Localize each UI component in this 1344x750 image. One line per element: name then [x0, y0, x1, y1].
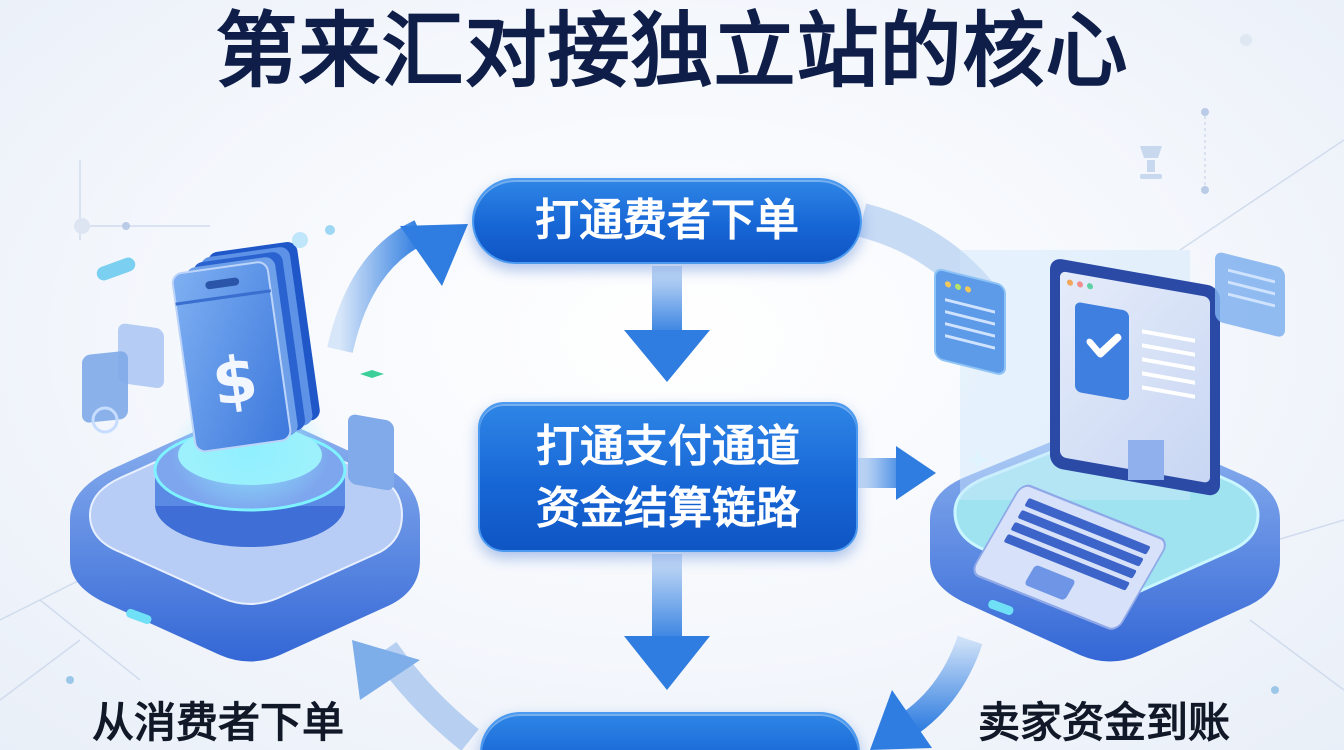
trophy-icon: [1140, 146, 1162, 179]
computer-platform-illustration: [930, 250, 1285, 662]
flow-step-3-label: 过彩乍例理: [482, 734, 858, 750]
flow-step-payment-channel: 打通支付通道 资金结算链路: [478, 402, 858, 552]
down-arrow-1: [624, 266, 710, 382]
checkmark-icon: [1086, 333, 1122, 358]
payment-platform-illustration: $: [70, 225, 420, 662]
dollar-sign: $: [208, 342, 262, 421]
sparkle-icon: [966, 448, 990, 472]
label-seller-funds: 卖家资金到账: [978, 698, 1231, 747]
flow-step-1-label: 打通费者下单: [535, 195, 799, 246]
background-dots: [66, 34, 1279, 694]
flow-step-2-line-2: 资金结算链路: [536, 483, 800, 534]
flow-step-consumer-order: 打通费者下单: [472, 178, 862, 264]
page-title: 第来汇对接独立站的核心: [215, 4, 1129, 99]
down-arrow-2: [624, 554, 710, 690]
flow-step-3: 过彩乍例理: [480, 712, 860, 750]
curved-arrow-from-right-platform: [870, 635, 983, 750]
flow-step-2-line-1: 打通支付通道: [536, 421, 800, 472]
curved-arrow-to-step1: [327, 220, 468, 353]
label-consumer-order: 从消费者下单: [92, 698, 345, 747]
curved-arrow-to-left-platform: [352, 640, 479, 750]
right-arrow: [858, 446, 936, 500]
